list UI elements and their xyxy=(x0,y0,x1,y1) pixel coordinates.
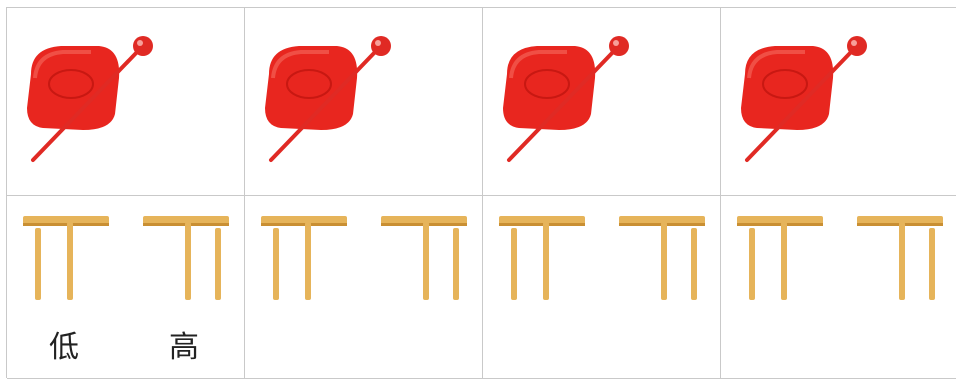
drum-cell-2[interactable] xyxy=(245,8,483,196)
wooden-clapper-icon xyxy=(619,214,705,304)
clapper-cell-1[interactable]: 低 高 xyxy=(7,196,245,379)
label-low: 低 xyxy=(35,322,95,366)
wooden-clapper-icon xyxy=(737,214,823,304)
label-high: 高 xyxy=(155,322,215,366)
red-drum-with-mallet-icon xyxy=(259,34,409,164)
wooden-clapper-icon xyxy=(143,214,229,304)
clapper-cell-3[interactable] xyxy=(483,196,721,379)
wooden-clapper-icon xyxy=(381,214,467,304)
red-drum-with-mallet-icon xyxy=(21,34,171,164)
clapper-cell-2[interactable] xyxy=(245,196,483,379)
red-drum-with-mallet-icon xyxy=(735,34,885,164)
red-drum-with-mallet-icon xyxy=(497,34,647,164)
drum-cell-4[interactable] xyxy=(721,8,956,196)
instrument-card-grid: 低 高 xyxy=(6,7,956,378)
wooden-clapper-icon xyxy=(857,214,943,304)
drum-cell-1[interactable] xyxy=(7,8,245,196)
clapper-cell-4[interactable] xyxy=(721,196,956,379)
wooden-clapper-icon xyxy=(499,214,585,304)
wooden-clapper-icon xyxy=(261,214,347,304)
wooden-clapper-icon xyxy=(23,214,109,304)
drum-cell-3[interactable] xyxy=(483,8,721,196)
